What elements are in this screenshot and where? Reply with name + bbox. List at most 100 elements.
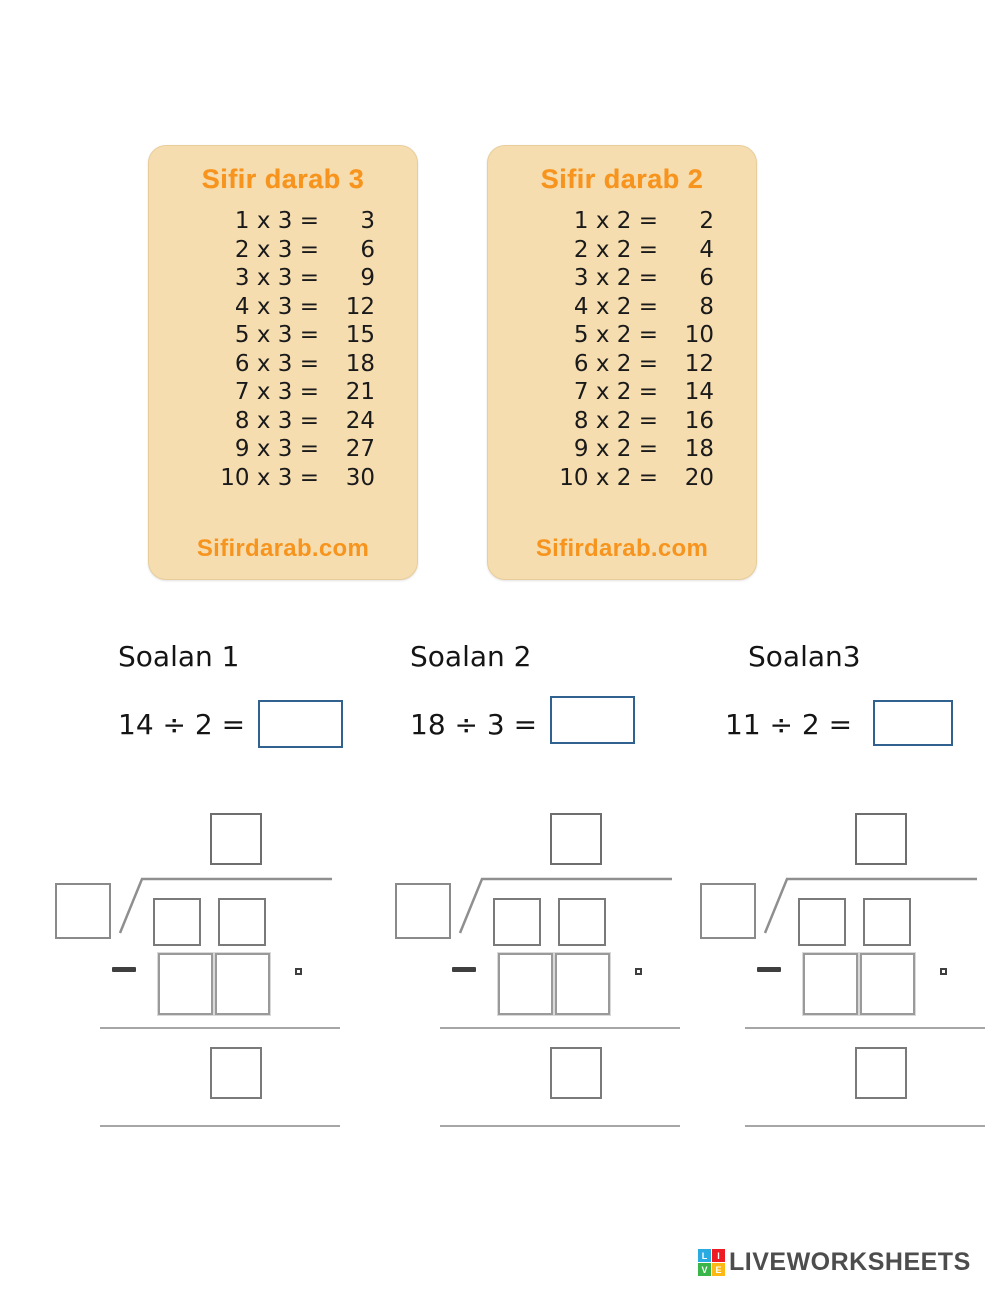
question-2-answer-input[interactable] [550,696,635,744]
row-result: 18 [345,350,375,377]
row-expression: 9 x 2 = [573,436,658,462]
row-result: 6 [699,265,714,291]
long-division-diagram-3 [685,795,995,1140]
row-result: 12 [684,350,714,377]
logo-square-v: V [698,1263,711,1276]
row-result: 27 [345,436,375,462]
row-result: 10 [684,322,714,348]
logo-square-i: I [712,1249,725,1262]
row-expression: 4 x 3 = [234,293,319,320]
division-rule-line [745,1125,985,1127]
row-result: 18 [684,436,714,462]
dividend-digit-box[interactable] [558,898,606,946]
row-result: 20 [684,464,714,491]
quotient-box[interactable] [550,813,602,865]
question-3-answer-input[interactable] [873,700,953,746]
row-result: 21 [345,379,375,405]
row-expression: 4 x 2 = [573,293,658,320]
row-result: 14 [684,379,714,405]
remainder-box[interactable] [550,1047,602,1099]
subtraction-box[interactable] [555,953,610,1015]
multiplication-card-2: Sifir darab 2 1 x 2 =2 2 x 2 =4 3 x 2 =6… [487,145,757,580]
minus-sign [112,967,136,972]
division-rule-line [100,1125,340,1127]
division-rule-line [745,1027,985,1029]
card-title: Sifir darab 2 [540,164,704,194]
multiplication-rows: 1 x 3 = 3 2 x 3 = 6 3 x 3 = 9 4 x 3 = 12 5 x… [191,207,375,492]
row-expression: 9 x 3 = [234,436,319,462]
quotient-box[interactable] [210,813,262,865]
multiplication-card-3: Sifir darab 3 1 x 3 = 3 2 x 3 = 6 3 x 3 = 9… [148,145,418,580]
dividend-digit-box[interactable] [153,898,201,946]
row-expression: 8 x 2 = [573,407,658,434]
dividend-digit-box[interactable] [798,898,846,946]
subtraction-box[interactable] [860,953,915,1015]
dividend-digit-box[interactable] [493,898,541,946]
long-division-diagram-2 [380,795,690,1140]
row-expression: 2 x 3 = [234,236,319,263]
row-result: 12 [345,293,375,320]
row-expression: 8 x 3 = [234,407,319,434]
small-square-marker [295,968,302,975]
division-rule-line [440,1027,680,1029]
row-expression: 10 x 3 = [220,464,319,491]
row-result: 24 [345,407,375,434]
row-result: 9 [360,265,375,291]
dividend-digit-box[interactable] [218,898,266,946]
question-1-label: Soalan 1 [118,640,240,673]
question-2-expression: 18 ÷ 3 = [410,708,538,741]
long-division-bracket [763,877,977,934]
liveworksheets-logo-icon: L I V E [698,1249,725,1276]
liveworksheets-wordmark: LIVEWORKSHEETS [729,1248,971,1276]
small-square-marker [940,968,947,975]
row-result: 4 [699,236,714,263]
subtraction-box[interactable] [498,953,553,1015]
long-division-diagram-1 [40,795,350,1140]
long-division-bracket [458,877,672,934]
quotient-box[interactable] [855,813,907,865]
card-footer-brand: Sifirdarab.com [196,535,370,562]
divisor-box[interactable] [395,883,451,939]
row-expression: 5 x 3 = [234,322,319,348]
question-3-label: Soalan3 [748,640,861,673]
row-result: 16 [684,407,714,434]
logo-square-l: L [698,1249,711,1262]
remainder-box[interactable] [855,1047,907,1099]
row-expression: 2 x 2 = [573,236,658,263]
row-expression: 1 x 2 = [573,208,658,234]
logo-square-e: E [712,1263,725,1276]
minus-sign [757,967,781,972]
row-expression: 5 x 2 = [573,322,658,348]
division-rule-line [100,1027,340,1029]
row-result: 3 [360,208,375,234]
row-expression: 6 x 3 = [234,350,319,377]
multiplication-rows: 1 x 2 =2 2 x 2 =4 3 x 2 =6 4 x 2 =8 5 x … [530,207,714,492]
row-expression: 3 x 2 = [573,265,658,291]
row-expression: 7 x 3 = [234,379,319,405]
subtraction-box[interactable] [158,953,213,1015]
divisor-box[interactable] [55,883,111,939]
row-result: 8 [699,293,714,320]
dividend-digit-box[interactable] [863,898,911,946]
small-square-marker [635,968,642,975]
question-1-answer-input[interactable] [258,700,343,748]
divisor-box[interactable] [700,883,756,939]
row-expression: 10 x 2 = [559,464,658,491]
subtraction-box[interactable] [215,953,270,1015]
card-title: Sifir darab 3 [201,164,365,194]
card-footer-brand: Sifirdarab.com [535,535,709,562]
row-expression: 3 x 3 = [234,265,319,291]
subtraction-box[interactable] [803,953,858,1015]
remainder-box[interactable] [210,1047,262,1099]
row-expression: 6 x 2 = [573,350,658,377]
row-expression: 1 x 3 = [234,208,319,234]
liveworksheets-branding: L I V E LIVEWORKSHEETS [698,1248,971,1277]
division-rule-line [440,1125,680,1127]
row-expression: 7 x 2 = [573,379,658,405]
minus-sign [452,967,476,972]
row-result: 6 [360,236,375,263]
question-1-expression: 14 ÷ 2 = [118,708,246,741]
question-3-expression: 11 ÷ 2 = [725,708,853,741]
row-result: 30 [345,464,375,491]
